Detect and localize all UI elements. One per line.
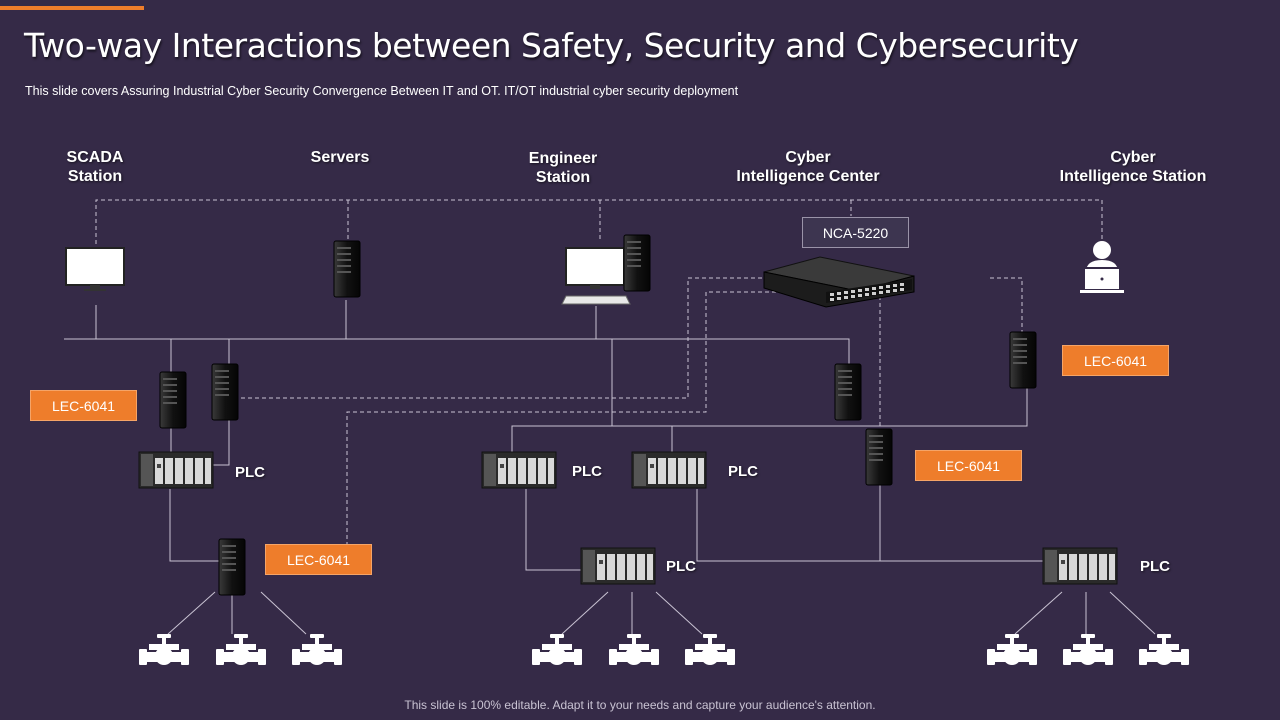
accent-bar bbox=[0, 6, 144, 10]
lec-badge: LEC-6041 bbox=[265, 544, 372, 575]
valve-icon bbox=[609, 634, 659, 665]
plc-label: PLC bbox=[728, 463, 758, 480]
server-tower-icon bbox=[865, 428, 893, 486]
page-subtitle: This slide covers Assuring Industrial Cy… bbox=[25, 84, 739, 98]
valve-icon bbox=[685, 634, 735, 665]
switch-model-badge: NCA-5220 bbox=[802, 217, 909, 248]
wired-links bbox=[64, 300, 1156, 635]
cyber-intelligence-station-label: Cyber Intelligence Station bbox=[1059, 149, 1207, 185]
plc-rack-icon bbox=[580, 547, 656, 585]
plc-label: PLC bbox=[235, 464, 265, 481]
plc-label: PLC bbox=[1140, 558, 1170, 575]
valve-icon bbox=[292, 634, 342, 665]
lec-badge: LEC-6041 bbox=[915, 450, 1022, 481]
scada-station-label: SCADA Station bbox=[66, 149, 124, 185]
page-title: Two-way Interactions between Safety, Sec… bbox=[24, 26, 1079, 65]
server-tower-icon bbox=[211, 363, 239, 421]
wireless-links bbox=[95, 199, 1103, 546]
plc-rack-icon bbox=[481, 451, 557, 489]
valve-icon bbox=[216, 634, 266, 665]
lec-badge: LEC-6041 bbox=[1062, 345, 1169, 376]
valve-icon bbox=[1139, 634, 1189, 665]
plc-label: PLC bbox=[572, 463, 602, 480]
monitor-icon bbox=[65, 247, 125, 291]
lec-badge: LEC-6041 bbox=[30, 390, 137, 421]
server-tower-icon bbox=[333, 240, 361, 298]
plc-rack-icon bbox=[631, 451, 707, 489]
plc-rack-icon bbox=[1042, 547, 1118, 585]
plc-label: PLC bbox=[666, 558, 696, 575]
server-tower-icon bbox=[1009, 331, 1037, 389]
valve-icon bbox=[987, 634, 1037, 665]
footer-note: This slide is 100% editable. Adapt it to… bbox=[404, 698, 876, 712]
servers-label: Servers bbox=[310, 149, 370, 166]
user-laptop-icon bbox=[1080, 241, 1124, 293]
plc-rack-icon bbox=[138, 451, 214, 489]
server-tower-icon bbox=[834, 363, 862, 421]
valve-icon bbox=[532, 634, 582, 665]
valve-icon bbox=[1063, 634, 1113, 665]
workstation-icon bbox=[561, 234, 651, 305]
server-tower-icon bbox=[159, 371, 187, 429]
server-tower-icon bbox=[218, 538, 246, 596]
engineer-station-label: Engineer Station bbox=[528, 150, 598, 186]
valve-icon bbox=[139, 634, 189, 665]
network-switch-icon bbox=[763, 256, 915, 308]
cyber-intelligence-center-label: Cyber Intelligence Center bbox=[736, 149, 880, 185]
